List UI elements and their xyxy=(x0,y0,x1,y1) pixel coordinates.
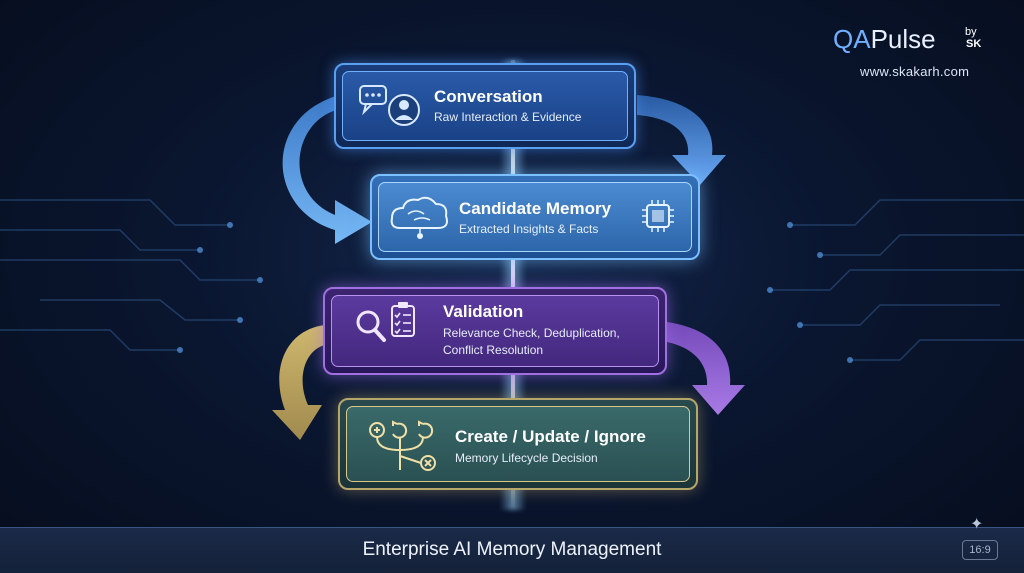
step-title: Conversation xyxy=(434,87,543,106)
step-subtitle: Raw Interaction & Evidence xyxy=(434,110,582,124)
arrow-conversation-to-candidate xyxy=(282,96,372,244)
aspect-ratio-badge: 16:9 xyxy=(962,540,998,560)
step-title: Candidate Memory xyxy=(459,199,612,218)
brand-url: www.skakarh.com xyxy=(860,64,970,79)
sparkle-icon: ✦ xyxy=(970,516,984,533)
step-subtitle-line1: Relevance Check, Deduplication, xyxy=(443,326,620,340)
brand-sk: SK xyxy=(966,38,982,50)
step-title: Validation xyxy=(443,302,524,321)
light-beam-core xyxy=(511,60,515,510)
step-title: Create / Update / Ignore xyxy=(455,427,646,446)
step-create-update-ignore xyxy=(338,398,698,490)
step-conversation xyxy=(334,63,636,149)
brand-qa: QA xyxy=(833,24,871,54)
step-subtitle: Extracted Insights & Facts xyxy=(459,222,599,236)
brand-logo: QAPulse xyxy=(833,24,936,55)
footer-bar xyxy=(0,527,1024,573)
step-subtitle: Memory Lifecycle Decision xyxy=(455,451,598,465)
step-subtitle-line2: Conflict Resolution xyxy=(443,343,544,357)
arrow-right-purple xyxy=(667,322,745,415)
brand-by: by xyxy=(965,26,977,38)
arrow-right-blue xyxy=(637,95,726,185)
step-candidate-memory xyxy=(370,174,700,260)
footer-title: Enterprise AI Memory Management xyxy=(362,539,662,560)
arrow-validation-to-decision xyxy=(272,325,325,440)
brand-pulse: Pulse xyxy=(870,24,936,54)
step-validation xyxy=(323,287,667,375)
